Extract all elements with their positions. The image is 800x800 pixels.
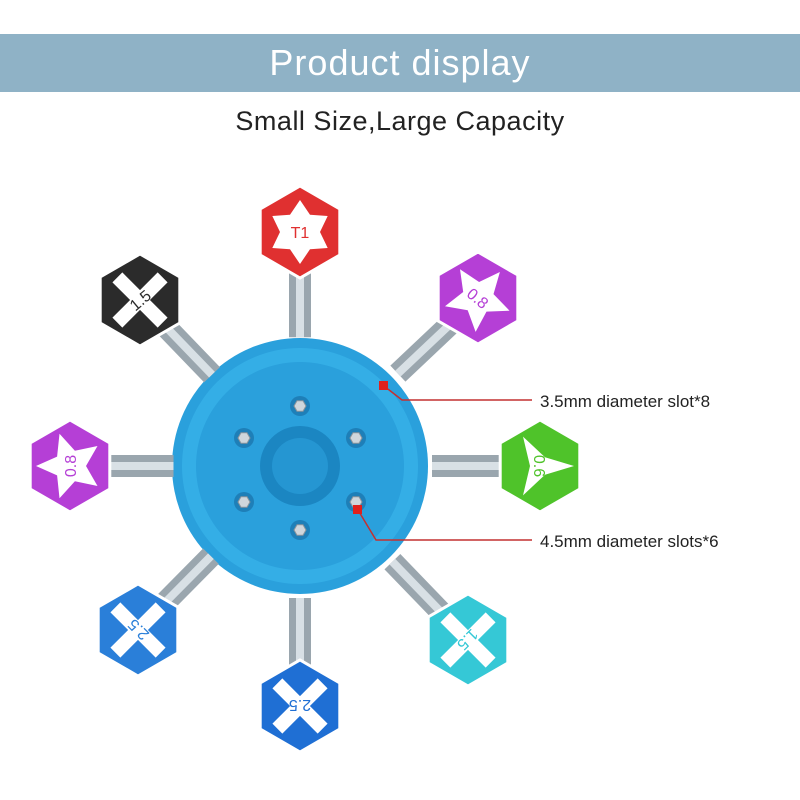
bit-2: 0.8 [390,250,520,382]
bit-7: 0.8 [28,418,174,514]
bit-holder-hub [172,338,428,594]
torx-tip-icon [272,200,328,264]
hub-slot [346,428,366,448]
bit-6: 2.5 [96,548,219,678]
phillips-tip-icon [112,272,168,328]
hub-slot [234,428,254,448]
callout-label-4-5mm: 4.5mm diameter slots*6 [540,532,719,551]
hub-slot [290,520,310,540]
callout-slot-4-5 [353,505,532,541]
hub-slots [234,396,366,540]
bit-8: 1.5 [98,252,220,383]
pentalobe-tip-icon [445,269,510,332]
bit-4: 1.5 [384,554,510,688]
title-banner: Product display [0,34,800,92]
tri-wing-tip-icon [523,436,574,496]
bit-size-label: T1 [291,225,310,242]
bit-3: 0.6 [432,418,582,514]
callout-marker [353,505,362,514]
bit-size-label: 0.6 [530,455,547,477]
phillips-tip-icon [440,612,496,668]
screwdriver-bits: T1 0.8 0.6 1.5 2.5 2.5 0.8 1.5 [28,184,582,754]
callout-label-3-5mm: 3.5mm diameter slot*8 [540,392,711,411]
bit-size-label: 0.8 [63,455,80,477]
subtitle: Small Size,Large Capacity [235,106,565,136]
hub-slot [234,492,254,512]
callout-slot-3-5 [379,381,532,401]
banner-title: Product display [269,42,531,83]
pentalobe-tip-icon [36,433,98,499]
bit-1: T1 [258,184,342,338]
phillips-tip-icon [272,678,328,734]
callout-marker [379,381,388,390]
bit-size-label: 2.5 [289,696,311,713]
bit-5: 2.5 [258,598,342,754]
hub-slot [290,396,310,416]
phillips-tip-icon [110,602,166,658]
